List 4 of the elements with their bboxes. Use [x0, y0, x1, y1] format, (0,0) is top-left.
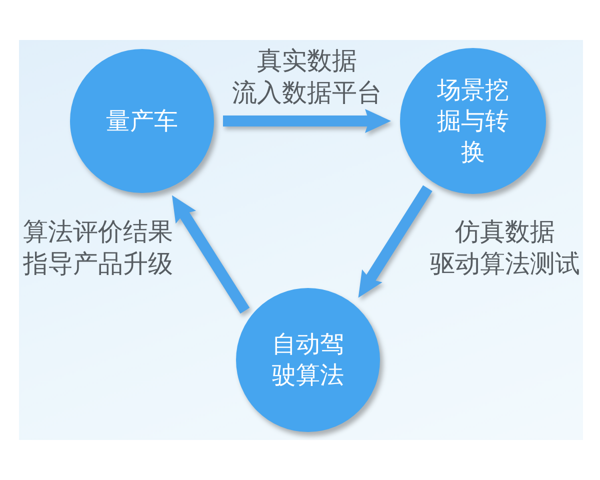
edge-label: 真实数据流入数据平台	[231, 45, 383, 109]
edge-label: 仿真数据驱动算法测试	[429, 216, 581, 280]
arrow	[223, 109, 391, 133]
edge-label: 算法评价结果指导产品升级	[23, 216, 174, 280]
